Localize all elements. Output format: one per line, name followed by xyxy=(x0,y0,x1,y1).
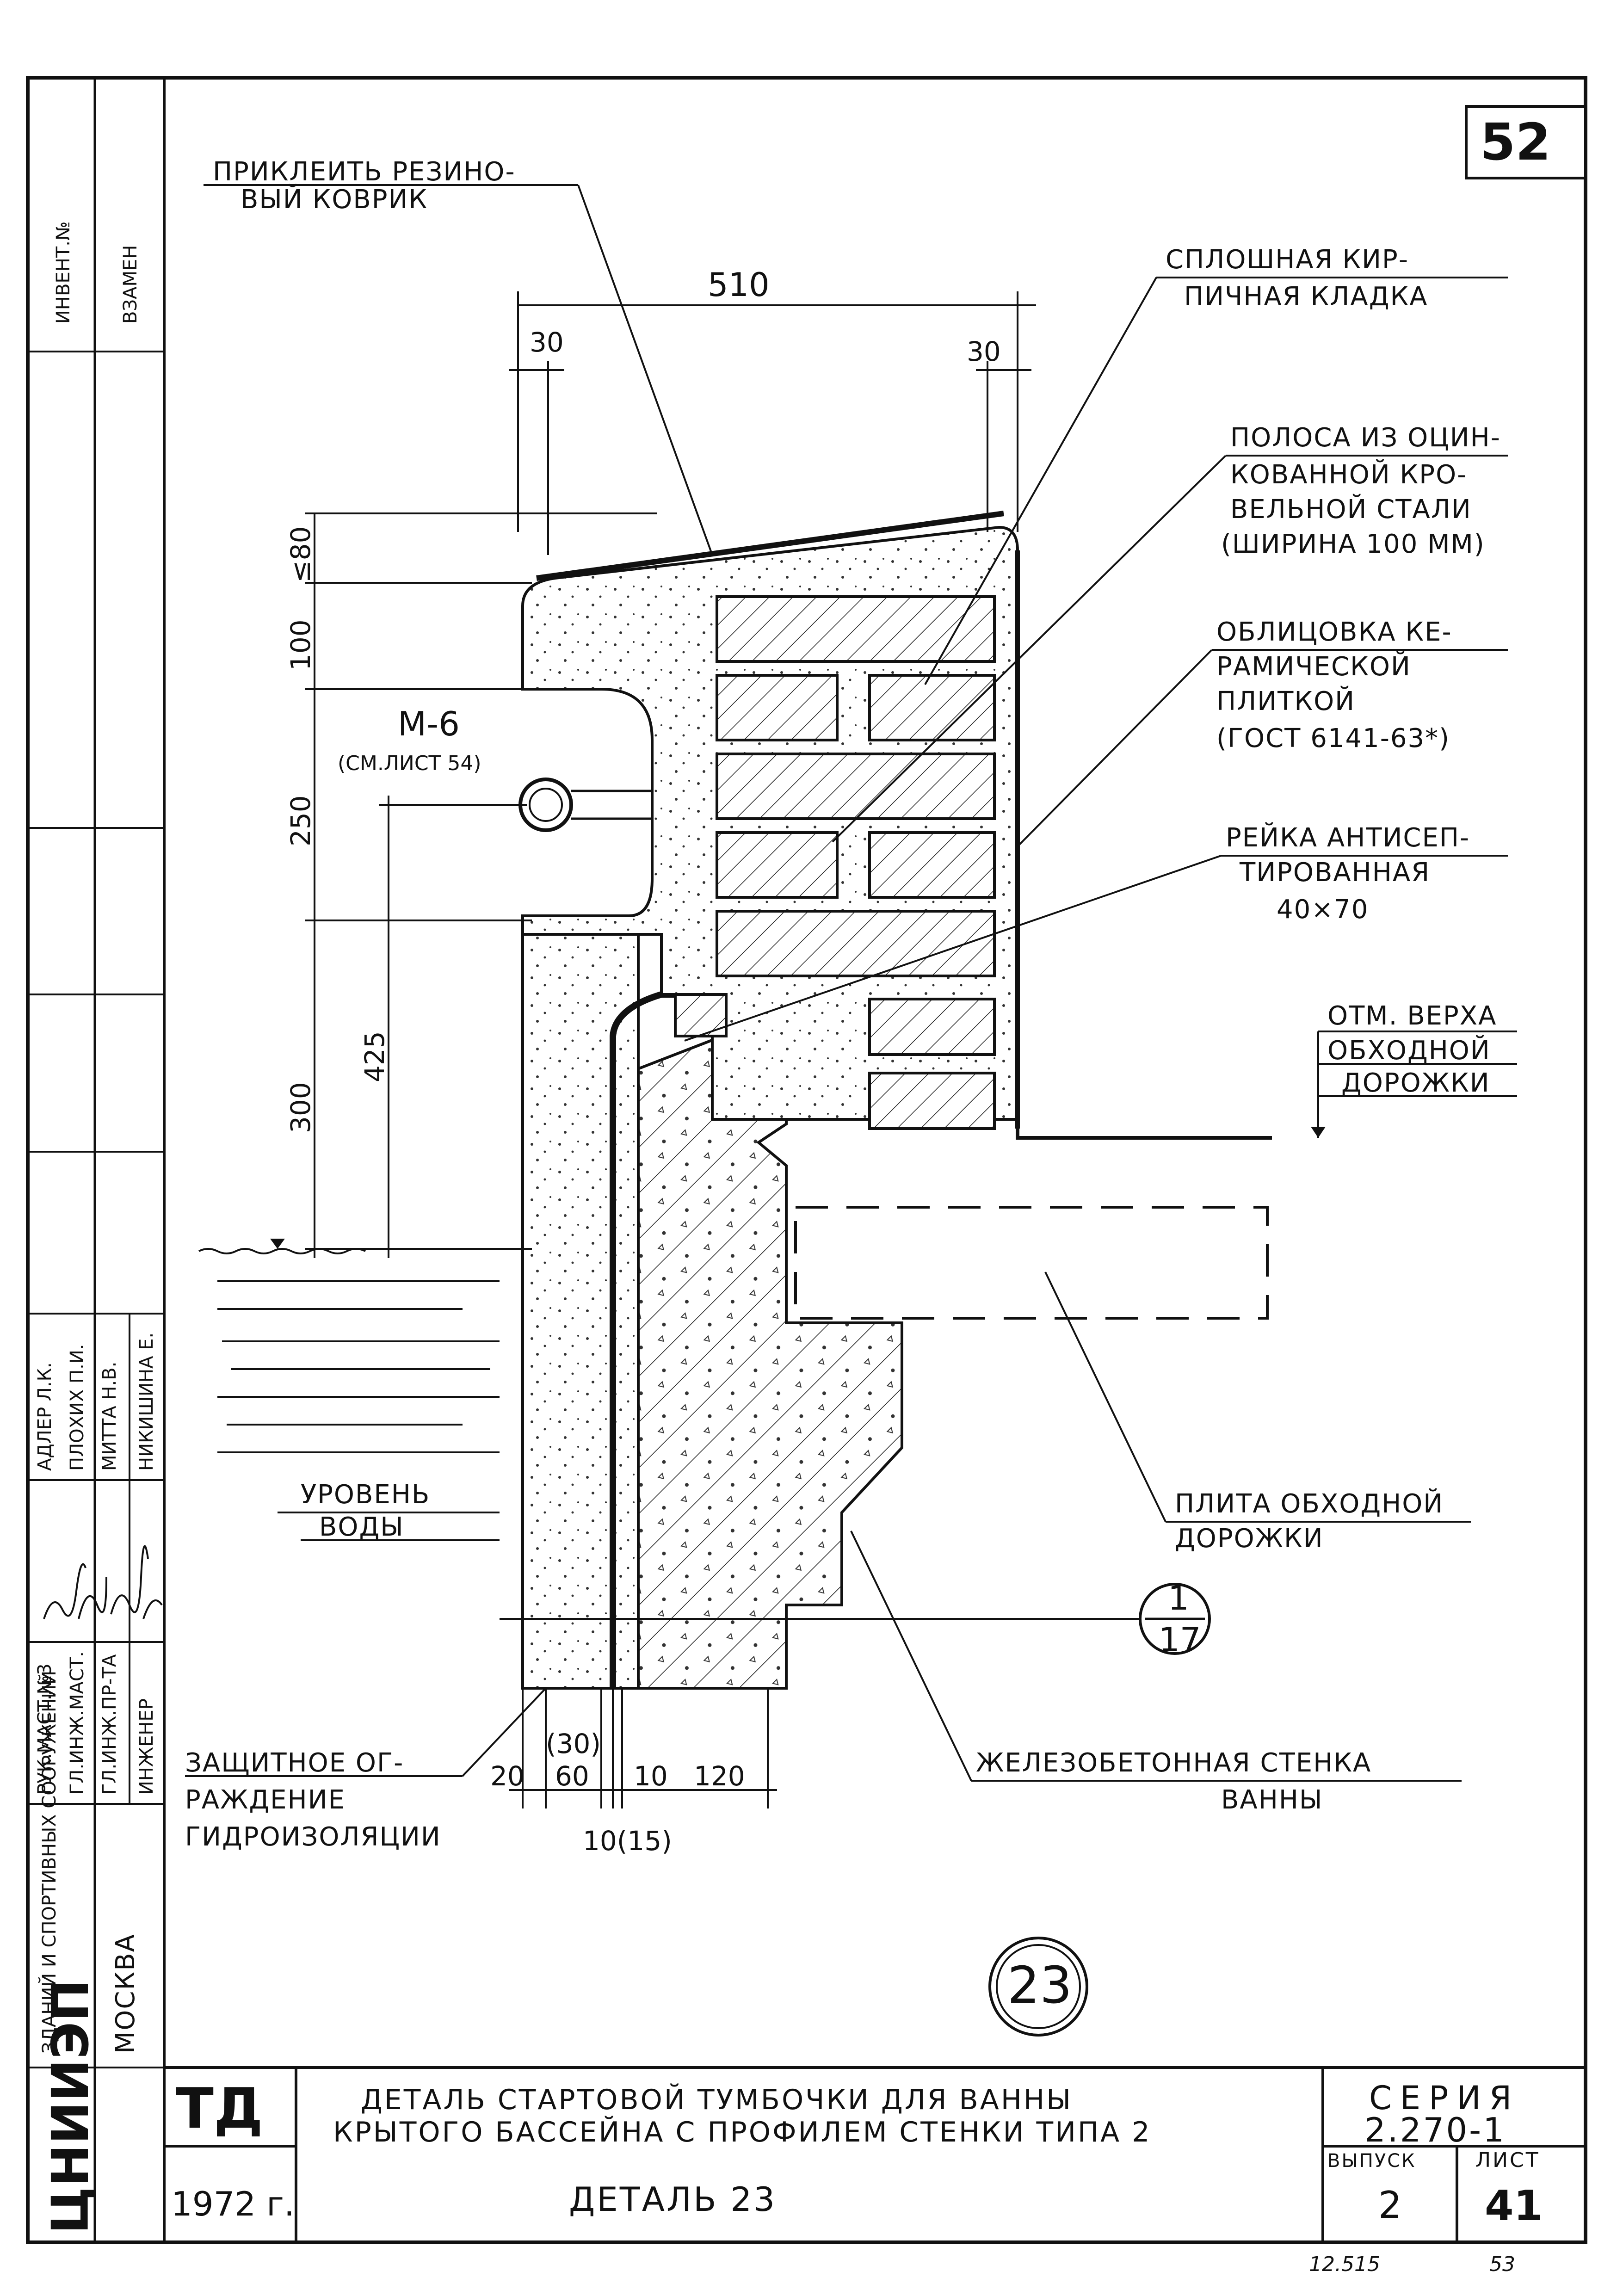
walkway-slab-1: ПЛИТА ОБХОДНОЙ xyxy=(1175,1488,1444,1519)
org-logo: ЦНИИЭП xyxy=(41,1979,100,2234)
protection-1: ЗАЩИТНОЕ ОГ- xyxy=(185,1748,404,1778)
dim-v-300: 300 xyxy=(285,1082,316,1133)
side-stamp xyxy=(28,351,164,2068)
strip-label-4: (ШИРИНА 100 ММ) xyxy=(1221,529,1485,559)
inv-no-label: ИНВЕНТ.№ xyxy=(53,221,74,324)
name-3: МИТТА Н.В. xyxy=(99,1362,120,1471)
batten-label-2: ТИРОВАННАЯ xyxy=(1239,858,1430,888)
handrail-label: М-6 xyxy=(398,704,460,743)
footer-right: 53 xyxy=(1489,2253,1515,2276)
rc-wall-2: ВАННЫ xyxy=(1221,1785,1323,1815)
dim-b-10-15: 10(15) xyxy=(583,1825,672,1857)
tb-sheet: 41 xyxy=(1485,2182,1543,2230)
tb-issue-label: ВЫПУСК xyxy=(1327,2150,1416,2172)
name-1: АДЛЕР Л.К. xyxy=(34,1362,56,1471)
walkway-slab-2: ДОРОЖКИ xyxy=(1175,1524,1324,1554)
outer-frame xyxy=(26,76,1587,2244)
dim-b-10: 10 xyxy=(634,1760,668,1792)
batten-label-1: РЕЙКА АНТИСЕП- xyxy=(1226,822,1470,853)
rubber-mat-label-1: ПРИКЛЕИТЬ РЕЗИНО- xyxy=(213,157,516,187)
role-3: ГЛ.ИНЖ.ПР-ТА xyxy=(99,1654,120,1795)
section-ref-top: 1 xyxy=(1168,1579,1189,1617)
walkway-level-1: ОТМ. ВЕРХА xyxy=(1327,1001,1497,1031)
tb-issue: 2 xyxy=(1378,2184,1402,2227)
protection-3: ГИДРОИЗОЛЯЦИИ xyxy=(185,1822,441,1852)
protective-layer xyxy=(521,933,640,1690)
rubber-mat-label-2: ВЫЙ КОВРИК xyxy=(241,184,428,215)
replacement-label: ВЗАМЕН xyxy=(120,245,141,324)
city: МОСКВА xyxy=(111,1933,141,2054)
leader-lines xyxy=(185,184,1517,1782)
strip-label-2: КОВАННОЙ КРО- xyxy=(1230,459,1467,490)
signatures xyxy=(43,1545,163,1619)
dimension-lines xyxy=(305,291,1142,1808)
brickwork-label-2: ПИЧНАЯ КЛАДКА xyxy=(1184,282,1428,312)
walkway-level-2: ОБХОДНОЙ xyxy=(1327,1035,1491,1066)
tb-series-label: СЕРИЯ xyxy=(1369,2079,1520,2117)
dim-b-120: 120 xyxy=(694,1760,745,1792)
walkway-slab xyxy=(794,1206,1269,1320)
sheet-number: 52 xyxy=(1480,112,1551,172)
water-level-1: УРОВЕНЬ xyxy=(301,1480,430,1510)
detail-mark: 23 xyxy=(1007,1956,1072,2015)
name-2: ПЛОХИХ П.И. xyxy=(67,1344,88,1471)
strip-label-3: ВЕЛЬНОЙ СТАЛИ xyxy=(1230,494,1472,525)
tb-title-2: КРЫТОГО БАССЕЙНА С ПРОФИЛЕМ СТЕНКИ ТИПА … xyxy=(333,2115,1151,2148)
tb-title-1: ДЕТАЛЬ СТАРТОВОЙ ТУМБОЧКИ ДЛЯ ВАННЫ xyxy=(361,2083,1073,2116)
brickwork-label-1: СПЛОШНАЯ КИР- xyxy=(1166,245,1409,275)
tile-label-3: ПЛИТКОЙ xyxy=(1216,686,1355,716)
walkway-top xyxy=(1016,1129,1272,1140)
role-2: ГЛ.ИНЖ.МАСТ. xyxy=(67,1651,88,1795)
tile-label-2: РАМИЧЕСКОЙ xyxy=(1216,651,1411,682)
dim-v-top: ≤80 xyxy=(285,526,316,583)
dim-v-425: 425 xyxy=(359,1031,390,1082)
dim-30-right: 30 xyxy=(967,336,1001,367)
role-1: РУК.МАСТ.№3 xyxy=(34,1663,56,1795)
dim-v-250: 250 xyxy=(285,795,316,846)
rubber-mat xyxy=(536,511,1004,581)
protection-2: РАЖДЕНИЕ xyxy=(185,1785,346,1815)
batten-label-3: 40×70 xyxy=(1277,895,1369,925)
role-4: ИНЖЕНЕР xyxy=(136,1698,157,1795)
rc-wall xyxy=(614,1020,903,1690)
org-full-1: ЗДАНИЙ И СПОРТИВНЫХ СООРУЖЕНИЙ xyxy=(38,1671,60,2054)
section-ref-bottom: 17 xyxy=(1159,1620,1201,1659)
water-level-2: ВОДЫ xyxy=(319,1512,404,1542)
tb-code: ТД xyxy=(176,2077,263,2141)
detail-mark-circle xyxy=(988,1937,1088,2037)
handrail-pipe xyxy=(518,778,573,832)
dim-b-20: 20 xyxy=(490,1760,525,1792)
brickwork xyxy=(716,595,996,1130)
dim-b-60: 60 xyxy=(555,1760,589,1792)
rc-wall-1: ЖЕЛЕЗОБЕТОННАЯ СТЕНКА xyxy=(976,1748,1371,1778)
dim-30-left: 30 xyxy=(530,327,564,358)
tb-detail: ДЕТАЛЬ 23 xyxy=(569,2180,777,2219)
dim-v-100: 100 xyxy=(285,619,316,671)
dim-b-30: (30) xyxy=(546,1728,601,1759)
tile-label-1: ОБЛИЦОВКА КЕ- xyxy=(1216,617,1452,647)
sheet-number-box xyxy=(1465,105,1587,179)
tile-label-4: (ГОСТ 6141-63*) xyxy=(1216,723,1450,753)
title-block-grid xyxy=(164,2066,1586,2242)
drawing-frame xyxy=(163,76,1587,2244)
tb-sheet-label: ЛИСТ xyxy=(1475,2148,1540,2172)
footer-left: 12.515 xyxy=(1309,2253,1380,2276)
waterproofing-line xyxy=(610,991,712,1688)
strip-label-1: ПОЛОСА ИЗ ОЦИН- xyxy=(1230,423,1501,453)
name-4: НИКИШИНА Е. xyxy=(136,1333,157,1471)
dim-510: 510 xyxy=(708,266,770,304)
walkway-level-3: ДОРОЖКИ xyxy=(1341,1068,1490,1098)
handrail-ref: (СМ.ЛИСТ 54) xyxy=(338,752,481,775)
tb-series: 2.270-1 xyxy=(1364,2111,1506,2149)
tb-year: 1972 г. xyxy=(171,2185,295,2223)
